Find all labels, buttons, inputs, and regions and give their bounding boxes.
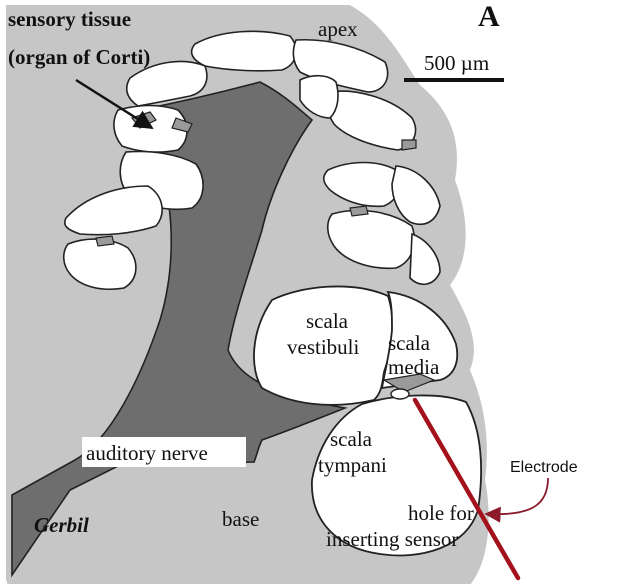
auditory-nerve-label: auditory nerve (86, 441, 208, 465)
organ-of-corti-label: (organ of Corti) (8, 45, 150, 69)
panel-letter: A (478, 0, 500, 33)
base-label: base (222, 507, 259, 531)
scale-bar-label: 500 µm (424, 51, 489, 75)
scala-tympani-label-2: tympani (318, 453, 387, 477)
electrode-label: Electrode (510, 459, 578, 476)
scala-vestibuli-label-1: scala (306, 309, 349, 333)
scala-tympani-label-1: scala (330, 427, 373, 451)
scala-media-label-1: scala (388, 331, 431, 355)
round-window-hole (391, 389, 409, 399)
electrode-label-arrow (486, 478, 548, 514)
hole-label-1: hole for (408, 501, 474, 525)
scala-media-label-2: media (388, 355, 440, 379)
sensory-tissue-label: sensory tissue (8, 7, 131, 31)
species-label: Gerbil (34, 513, 89, 537)
hole-label-2: inserting sensor (326, 527, 458, 551)
scala-vestibuli-label-2: vestibuli (287, 335, 359, 359)
apex-label: apex (318, 17, 358, 41)
